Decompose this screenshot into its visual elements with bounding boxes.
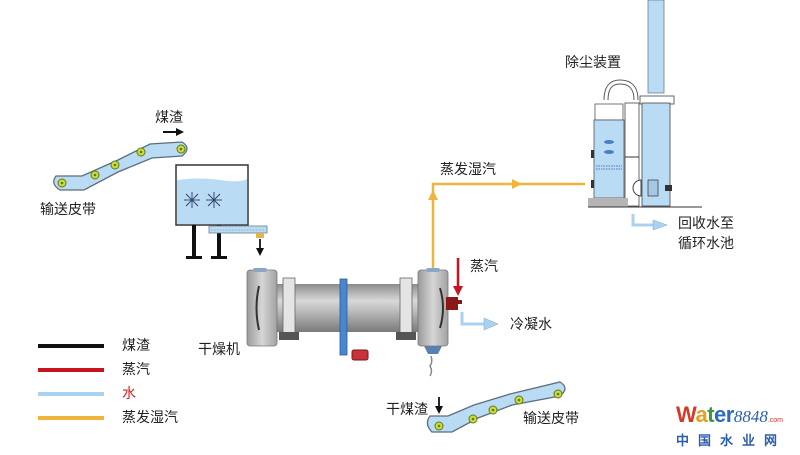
legend-label-slag: 煤渣	[122, 338, 150, 354]
logo-letter: W	[676, 402, 696, 427]
dust-removal-label: 除尘装置	[565, 55, 621, 71]
bottom-conveyor-belt	[426, 381, 566, 433]
top-conveyor-label: 输送皮带	[40, 202, 96, 218]
conveyor-roller	[176, 144, 186, 154]
legend-label-vapor: 蒸发湿汽	[122, 410, 178, 426]
bottom-conveyor-label: 输送皮带	[523, 411, 579, 427]
logo-chinese-name: 中国水业网	[676, 434, 787, 449]
feed-arrow-icon	[256, 239, 264, 256]
dry-slag-label: 干煤渣	[386, 402, 428, 418]
rotary-dryer	[246, 268, 449, 377]
logo-letter: t	[707, 402, 715, 427]
logo-number: 8848	[733, 407, 768, 426]
dry-slag-arrow-icon	[435, 397, 443, 414]
conveyor-roller	[90, 170, 100, 180]
logo-domain: .com	[767, 417, 784, 424]
conveyor-roller	[57, 178, 67, 188]
recycled-water-label-1: 回收水至	[678, 216, 734, 232]
logo-letter: r	[725, 402, 735, 427]
legend-label-water: 水	[122, 386, 136, 402]
logo-letter: a	[695, 402, 708, 427]
conveyor-roller	[136, 147, 146, 157]
conveyor-roller	[553, 389, 563, 399]
conveyor-roller	[434, 421, 444, 431]
conveyor-roller	[488, 405, 498, 415]
condensate-outlet-arrow	[460, 312, 499, 331]
dryer-label: 干燥机	[198, 342, 240, 358]
recycled-water-label-2: 循环水池	[678, 236, 734, 252]
top-conveyor-belt	[53, 141, 188, 191]
slag-arrow-icon	[163, 128, 184, 136]
conveyor-roller	[110, 160, 120, 170]
condensate-label: 冷凝水	[510, 317, 552, 333]
feed-hopper	[175, 164, 268, 259]
conveyor-roller	[514, 395, 524, 405]
legend-label-steam: 蒸汽	[122, 362, 150, 378]
conveyor-roller	[468, 414, 478, 424]
logo-letter: e	[714, 402, 726, 427]
steam-inlet	[446, 258, 463, 310]
legend	[38, 344, 104, 420]
recycled-water-arrow	[631, 214, 668, 231]
evaporated-vapor-label: 蒸发湿汽	[440, 162, 496, 178]
dust-removal-unit	[588, 0, 702, 208]
agitator-icon	[184, 192, 222, 208]
vapor-pipe	[428, 179, 585, 268]
steam-label: 蒸汽	[470, 259, 498, 275]
watermark-logo: Water8848.com 中国水业网	[676, 402, 796, 450]
top-material-label: 煤渣	[155, 110, 183, 126]
